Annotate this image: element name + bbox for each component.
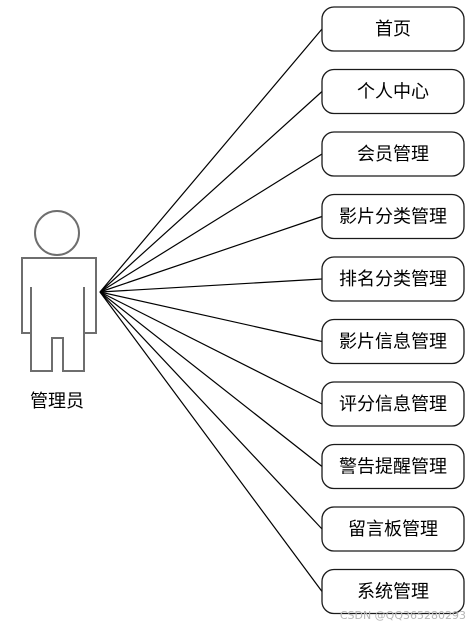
watermark: CSDN @QQ365280293 xyxy=(339,609,466,622)
association-line xyxy=(99,291,323,405)
association-line xyxy=(99,278,323,293)
use-case-box-border xyxy=(321,318,465,365)
use-case-box: 首页 xyxy=(321,6,465,52)
use-case-box-border xyxy=(321,256,465,302)
use-case-box-border xyxy=(321,193,465,240)
actor-head xyxy=(34,210,80,256)
use-case-box: 留言板管理 xyxy=(321,506,465,552)
actor-label: 管理员 xyxy=(30,391,84,412)
use-case-box: 系统管理 xyxy=(321,568,465,615)
association-line xyxy=(99,291,323,467)
use-case-list: 首页个人中心会员管理影片分类管理排名分类管理影片信息管理评分信息管理警告提醒管理… xyxy=(321,6,465,615)
use-case-box: 会员管理 xyxy=(321,131,465,177)
use-case-label: 留言板管理 xyxy=(348,519,438,540)
association-line xyxy=(99,291,323,343)
use-case-label: 警告提醒管理 xyxy=(339,457,447,478)
use-case-box: 个人中心 xyxy=(321,68,465,115)
use-case-label: 评分信息管理 xyxy=(339,394,447,415)
association-line xyxy=(99,28,323,293)
use-case-box: 评分信息管理 xyxy=(321,381,465,427)
use-case-box: 警告提醒管理 xyxy=(321,443,465,490)
actor-figure: 管理员 xyxy=(21,210,97,412)
use-case-label: 影片信息管理 xyxy=(339,332,447,353)
use-case-label: 个人中心 xyxy=(357,82,429,103)
association-line xyxy=(99,291,323,530)
use-case-box-border xyxy=(321,131,465,177)
use-case-box: 影片分类管理 xyxy=(321,193,465,240)
use-case-box-border xyxy=(321,506,465,552)
association-line xyxy=(99,291,323,592)
use-case-box: 影片信息管理 xyxy=(321,318,465,365)
use-case-box-border xyxy=(321,381,465,427)
association-line xyxy=(99,153,323,293)
use-case-label: 排名分类管理 xyxy=(339,269,447,290)
use-case-label: 首页 xyxy=(375,19,411,40)
use-case-box-border xyxy=(321,68,465,115)
association-lines xyxy=(99,28,323,592)
use-case-box-border xyxy=(321,568,465,615)
use-case-box: 排名分类管理 xyxy=(321,256,465,302)
use-case-box-border xyxy=(321,443,465,490)
use-case-label: 系统管理 xyxy=(357,582,429,603)
use-case-box-border xyxy=(321,6,465,52)
association-line xyxy=(99,215,323,293)
use-case-label: 会员管理 xyxy=(357,144,429,165)
association-line xyxy=(99,91,323,293)
actor-body xyxy=(21,257,97,372)
use-case-label: 影片分类管理 xyxy=(339,207,447,228)
